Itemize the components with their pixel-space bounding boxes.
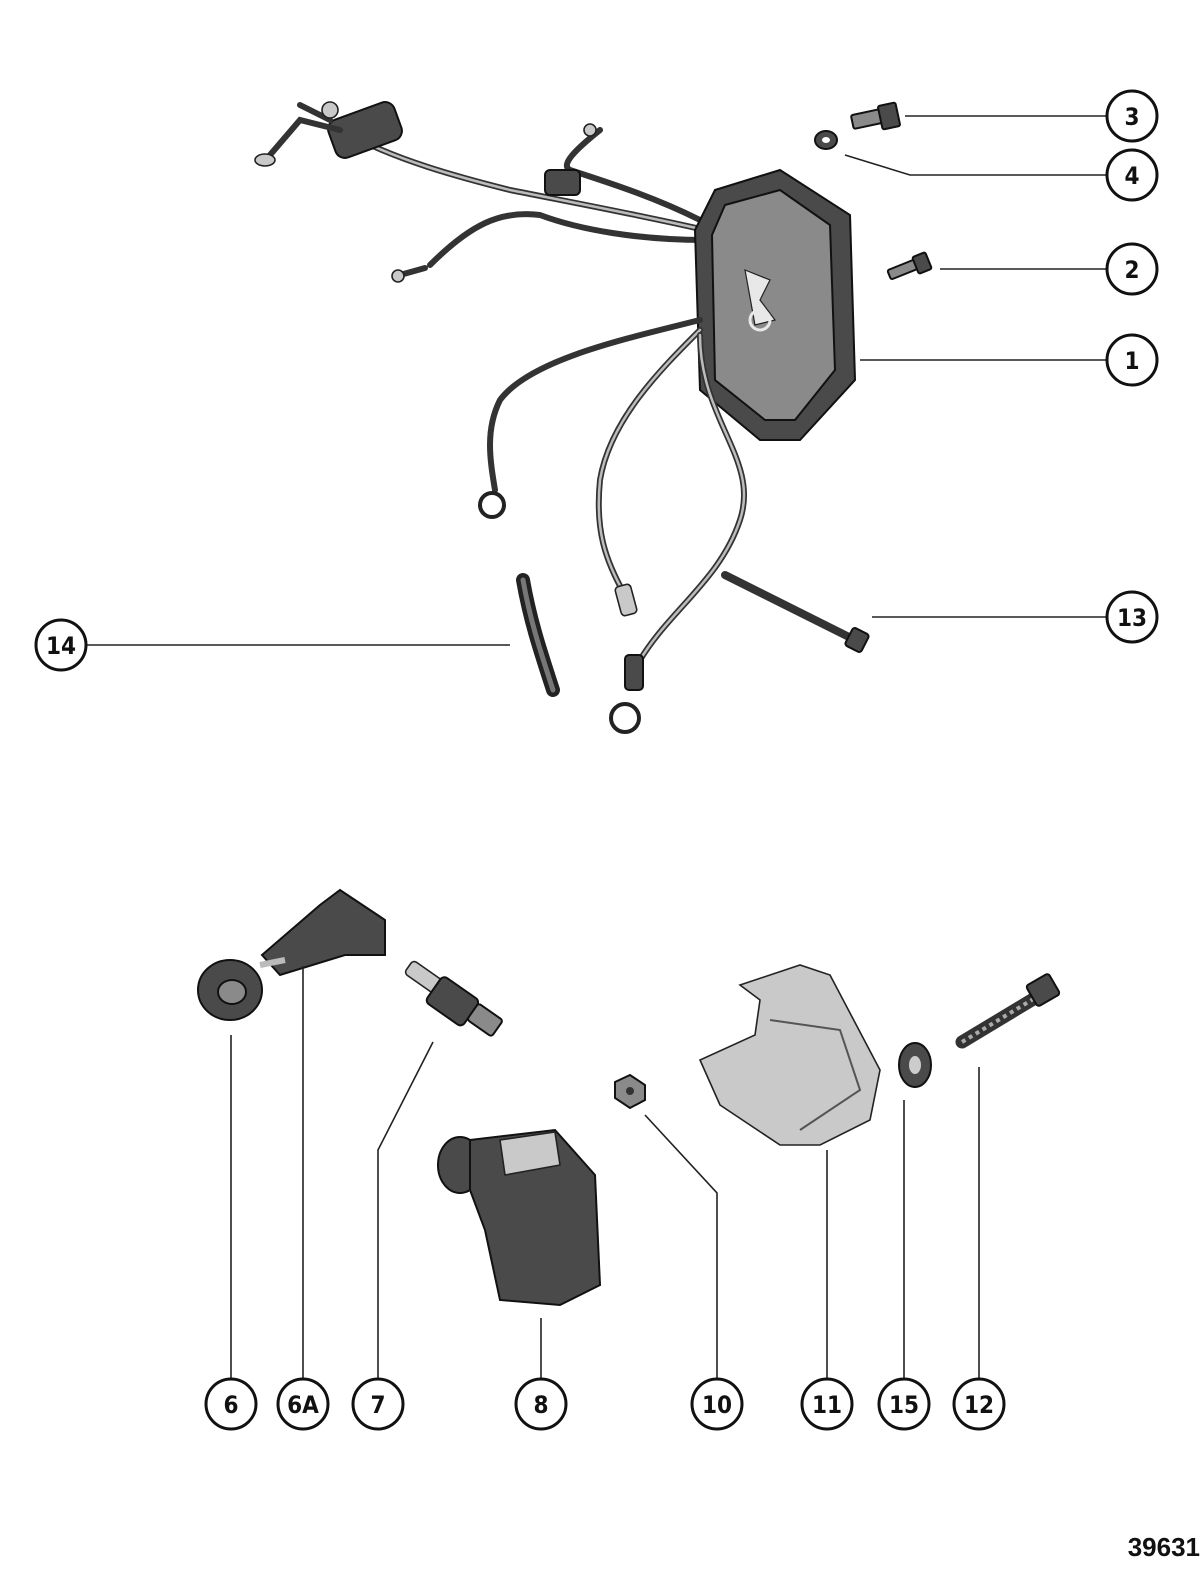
part-12-bolt: [955, 973, 1061, 1049]
part-14-sleeve: [516, 573, 560, 697]
part-6a-spark-plug-boot: [259, 888, 386, 977]
part-13-long-screw: [721, 571, 870, 653]
part-15-washer: [898, 1042, 932, 1088]
callout-6a: 6A: [276, 1377, 330, 1431]
callout-11: 11: [800, 1377, 854, 1431]
callout-10: 10: [690, 1377, 744, 1431]
callout-label-3: 3: [1124, 103, 1139, 131]
callout-label-6a: 6A: [287, 1391, 319, 1419]
callout-6: 6: [204, 1377, 258, 1431]
callout-label-6: 6: [223, 1391, 238, 1419]
part-1-switch-box-with-harness: [254, 101, 857, 734]
callout-label-12: 12: [964, 1391, 994, 1419]
leader-lines: [86, 115, 1107, 1379]
part-6-boot-cap: [197, 959, 263, 1021]
callout-label-2: 2: [1124, 256, 1139, 284]
callout-14: 14: [34, 618, 88, 672]
leader-4: [844, 154, 1107, 176]
callout-label-15: 15: [889, 1391, 919, 1419]
callout-7: 7: [351, 1377, 405, 1431]
callout-3: 3: [1105, 89, 1159, 143]
callout-label-14: 14: [46, 632, 76, 660]
part-2-screw: [886, 251, 933, 281]
callout-2: 2: [1105, 242, 1159, 296]
callout-label-4: 4: [1124, 162, 1139, 190]
callout-label-10: 10: [702, 1391, 732, 1419]
callout-label-11: 11: [812, 1391, 842, 1419]
callout-label-8: 8: [533, 1391, 548, 1419]
callout-12: 12: [952, 1377, 1006, 1431]
callout-1: 1: [1105, 333, 1159, 387]
callout-8: 8: [514, 1377, 568, 1431]
callout-15: 15: [877, 1377, 931, 1431]
callout-4: 4: [1105, 148, 1159, 202]
leader-7: [377, 1041, 434, 1379]
figure-number: 39631: [1127, 1532, 1200, 1562]
part-7-spark-plug: [404, 960, 503, 1037]
part-10-nut: [614, 1073, 646, 1110]
part-8-ignition-coil: [437, 1128, 602, 1307]
callout-label-13: 13: [1117, 604, 1147, 632]
callout-label-7: 7: [370, 1391, 385, 1419]
part-11-coil-bracket: [698, 964, 881, 1146]
callout-label-1: 1: [1124, 347, 1139, 375]
part-3-bolt: [850, 101, 901, 131]
part-4-washer: [814, 130, 838, 150]
callout-13: 13: [1105, 590, 1159, 644]
leader-10: [644, 1114, 718, 1379]
